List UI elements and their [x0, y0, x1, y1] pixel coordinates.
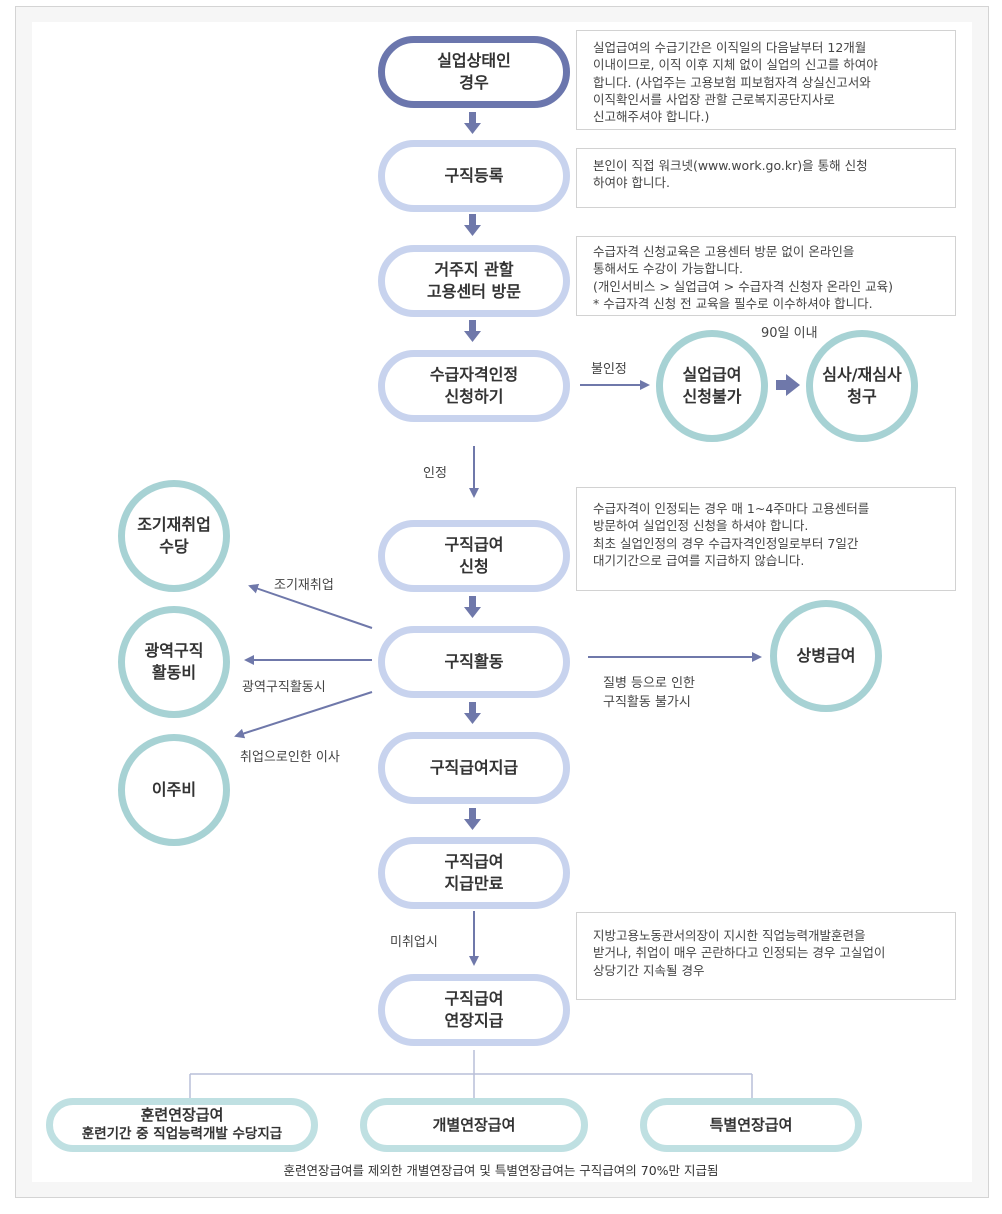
- unemployed-node: 실업상태인 경우: [378, 36, 570, 108]
- extension-caption: 훈련연장급여를 제외한 개별연장급여 및 특별연장급여는 구직급여의 70%만 …: [283, 1163, 719, 1178]
- visit-center-node: 거주지 관할 고용센터 방문: [378, 245, 570, 317]
- note-line: (개인서비스 > 실업급여 > 수급자격 신청자 온라인 교육): [593, 278, 894, 294]
- down-arrow-4: [464, 596, 481, 618]
- early-reemployment-arrow: [248, 583, 373, 629]
- early-reemployment-label: 조기재취업: [274, 578, 334, 593]
- circle-line: 신청불가: [682, 387, 742, 406]
- circle-line: 상병급여: [796, 646, 856, 666]
- note-unemployment-recognition: 수급자격이 인정되는 경우 매 1~4주마다 고용센터를 방문하여 실업인정 신…: [576, 487, 956, 591]
- move-label: 취업으로인한 이사: [240, 750, 340, 765]
- node-line: 신청하기: [444, 387, 504, 406]
- note-line: 이내이므로, 이직 이후 지체 없이 실업의 신고를 하여야: [593, 57, 878, 73]
- node-line: 실업상태인: [437, 51, 511, 71]
- relocation-arrow: [234, 691, 373, 739]
- node-line: 지급만료: [444, 874, 504, 893]
- note-line: 이직확인서를 사업장 관할 근로복지공단지사로: [593, 91, 835, 107]
- early-reemployment-circle: 조기재취업 수당: [118, 480, 230, 592]
- down-arrow-6: [464, 808, 481, 830]
- not-eligible-circle: 실업급여 신청불가: [656, 330, 768, 442]
- note-line: 대기기간으로 급여를 지급하지 않습니다.: [593, 552, 805, 568]
- review-circle: 심사/재심사 청구: [806, 330, 918, 442]
- note-line: 신고해주셔야 합니다.): [593, 109, 710, 124]
- note-line: 방문하여 실업인정 신청을 하셔야 합니다.: [593, 518, 809, 534]
- rejected-label: 불인정: [591, 362, 627, 377]
- circle-line: 활동비: [151, 663, 197, 682]
- payment-end-node: 구직급여 지급만료: [378, 837, 570, 909]
- note-line: * 수급자격 신청 전 교육을 필수로 이수하셔야 합니다.: [593, 295, 873, 311]
- note-line: 실업급여의 수급기간은 이직일의 다음날부터 12개월: [593, 40, 867, 55]
- note-line: 받거나, 취업이 매우 곤란하다고 인정되는 경우 고실업이: [593, 945, 886, 961]
- note-line: 통해서도 수강이 가능합니다.: [593, 261, 743, 277]
- circle-line: 조기재취업: [137, 515, 211, 535]
- note-line: 하여야 합니다.: [593, 175, 670, 191]
- note-line: 지방고용노동관서의장이 지시한 직업능력개발훈련을: [593, 928, 866, 943]
- down-arrow-3: [464, 320, 481, 342]
- unemployed-at-end-label: 미취업시: [390, 935, 438, 950]
- sickness-label-2: 구직활동 불가시: [603, 695, 691, 710]
- sickness-circle: 상병급여: [770, 600, 882, 712]
- note-line: 합니다. (사업주는 고용보험 피보험자격 상실신고서와: [593, 74, 871, 90]
- circle-line: 수당: [159, 537, 189, 556]
- circle-line: 광역구직: [144, 641, 204, 661]
- job-search-node: 구직활동: [378, 626, 570, 698]
- node-line: 고용센터 방문: [427, 282, 521, 301]
- individual-extension-node: 개별연장급여: [360, 1098, 588, 1152]
- note-line: 본인이 직접 워크넷(www.work.go.kr)을 통해 신청: [593, 158, 868, 173]
- node-line: 경우: [459, 73, 489, 92]
- down-arrow-2: [464, 214, 481, 236]
- node-line: 구직급여: [444, 852, 504, 872]
- note-unemployment-report: 실업급여의 수급기간은 이직일의 다음날부터 12개월 이내이므로, 이직 이후…: [576, 30, 956, 130]
- special-extension-node: 특별연장급여: [640, 1098, 862, 1152]
- circle-line: 이주비: [151, 780, 197, 800]
- job-register-node: 구직등록: [378, 140, 570, 212]
- note-line: 수급자격 신청교육은 고용센터 방문 없이 온라인을: [593, 244, 855, 259]
- node-line: 훈련연장급여: [140, 1106, 224, 1125]
- node-line: 구직급여: [444, 535, 504, 555]
- node-line: 구직급여지급: [429, 758, 519, 778]
- apply-benefit-node: 구직급여 신청: [378, 520, 570, 592]
- benefit-payment-node: 구직급여지급: [378, 732, 570, 804]
- relocation-circle: 이주비: [118, 734, 230, 846]
- node-line: 구직등록: [444, 166, 504, 186]
- note-job-register: 본인이 직접 워크넷(www.work.go.kr)을 통해 신청 하여야 합니…: [576, 148, 956, 208]
- within-90-days-label: 90일 이내: [761, 326, 818, 341]
- node-line: 훈련기간 중 직업능력개발 수당지급: [81, 1125, 283, 1142]
- node-line: 신청: [459, 557, 489, 576]
- node-line: 개별연장급여: [432, 1115, 516, 1134]
- extension-tree-lines: [189, 1050, 753, 1098]
- approved-label: 인정: [423, 466, 447, 481]
- node-line: 연장지급: [444, 1011, 504, 1030]
- note-line: 상당기간 지속될 경우: [593, 962, 705, 978]
- sickness-label-1: 질병 등으로 인한: [603, 676, 695, 691]
- note-line: 최초 실업인정의 경우 수급자격인정일로부터 7일간: [593, 535, 859, 551]
- training-extension-node: 훈련연장급여 훈련기간 중 직업능력개발 수당지급: [46, 1098, 318, 1152]
- circle-line: 실업급여: [682, 365, 742, 385]
- apply-eligibility-node: 수급자격인정 신청하기: [378, 350, 570, 422]
- circle-line: 심사/재심사: [822, 365, 902, 385]
- review-arrow: [776, 374, 800, 396]
- node-line: 수급자격인정: [429, 365, 519, 385]
- note-online-education: 수급자격 신청교육은 고용센터 방문 없이 온라인을 통해서도 수강이 가능합니…: [576, 236, 956, 316]
- wide-area-label: 광역구직활동시: [242, 680, 326, 695]
- node-line: 구직급여: [444, 989, 504, 1009]
- note-line: 수급자격이 인정되는 경우 매 1~4주마다 고용센터를: [593, 501, 870, 516]
- circle-line: 청구: [847, 387, 877, 406]
- down-arrow-5: [464, 702, 481, 724]
- note-extension-condition: 지방고용노동관서의장이 지시한 직업능력개발훈련을 받거나, 취업이 매우 곤란…: [576, 912, 956, 1000]
- node-line: 특별연장급여: [709, 1115, 793, 1134]
- node-line: 구직활동: [444, 652, 504, 672]
- down-arrow-1: [464, 112, 481, 134]
- extension-node: 구직급여 연장지급: [378, 974, 570, 1046]
- node-line: 거주지 관할: [434, 260, 514, 280]
- wide-area-circle: 광역구직 활동비: [118, 606, 230, 718]
